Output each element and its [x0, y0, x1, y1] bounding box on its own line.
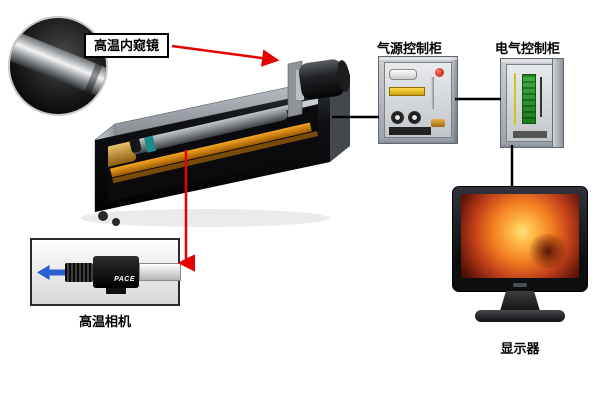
- monitor-bezel: [452, 186, 588, 292]
- pressure-gauge: [408, 111, 421, 124]
- housing-foot: [112, 218, 120, 226]
- camera-mount: [106, 288, 126, 294]
- electric-cabinet-label: 电气控制柜: [495, 41, 561, 56]
- monitor-screen-furnace-image: [461, 194, 579, 278]
- camera-brand-text: PACE: [114, 276, 135, 283]
- camera-motor-assembly: [287, 59, 350, 118]
- terminal-block: [513, 131, 547, 138]
- pressure-gauge: [391, 111, 404, 124]
- tube-barrel: [284, 98, 318, 111]
- monitor-caption: 显示器: [500, 341, 540, 356]
- monitor-logo: [513, 283, 527, 287]
- housing-internals: [108, 98, 318, 184]
- housing-interior: [108, 98, 318, 202]
- drive-motor: [108, 141, 137, 168]
- air-regulator: [389, 69, 417, 80]
- tube-end-cap: [127, 128, 142, 153]
- motor-body: [298, 59, 345, 100]
- air-pipe: [431, 77, 434, 109]
- slide-rail-lower: [112, 131, 318, 184]
- slide-rail: [110, 122, 312, 178]
- tube-teal-ring: [140, 121, 157, 153]
- camera-lens: [65, 263, 93, 282]
- housing-foot: [98, 211, 108, 221]
- housing-front-face: [95, 90, 330, 212]
- mounting-plate: [287, 60, 303, 118]
- housing-shadow: [80, 209, 330, 227]
- protective-housing: [94, 59, 351, 226]
- camera-caption: 高温相机: [78, 314, 131, 329]
- air-cabinet: [378, 56, 458, 144]
- motor-collar: [296, 70, 304, 100]
- housing-top-face: [94, 73, 351, 141]
- air-cabinet-panel: [384, 62, 452, 138]
- brass-fitting: [431, 119, 445, 127]
- cabinet-door: [552, 59, 563, 147]
- air-cabinet-label: 气源控制柜: [377, 41, 443, 56]
- camera-body: PACE: [93, 256, 139, 288]
- endoscope-photo: [8, 16, 108, 116]
- housing-right-face: [330, 74, 350, 162]
- camera-extension-tube: [139, 263, 181, 281]
- black-wire: [540, 77, 542, 117]
- camera-photo: PACE: [30, 238, 181, 306]
- endoscope-label: 高温内窥镜: [84, 33, 170, 58]
- base-unit: [389, 127, 431, 135]
- blue-arrow-icon: [37, 265, 65, 280]
- motor-face: [337, 60, 350, 92]
- monitor-base: [475, 310, 565, 322]
- red-valve-knob: [435, 68, 444, 77]
- endoscope-tube: [127, 98, 288, 155]
- electric-cabinet: [500, 58, 564, 148]
- circuit-board: [522, 74, 536, 124]
- yellow-unit: [389, 87, 425, 96]
- connector-housing-to-camera: [177, 150, 195, 272]
- yellow-wire: [514, 73, 516, 125]
- electric-cabinet-panel: [506, 64, 558, 142]
- connector-endoscope-label-to-housing: [171, 44, 280, 67]
- monitor-stand: [500, 291, 540, 311]
- housing-left-face: [94, 123, 116, 213]
- monitor: [452, 186, 588, 336]
